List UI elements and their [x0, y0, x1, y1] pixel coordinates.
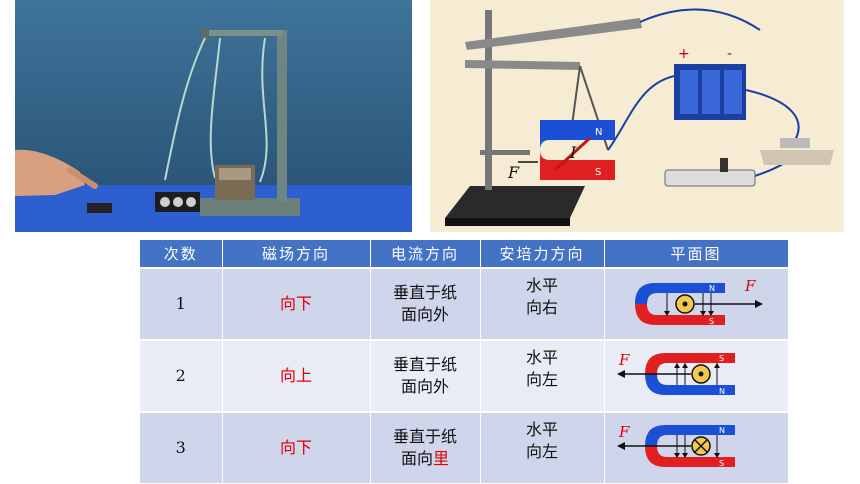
force-line-1: 水平 — [525, 276, 558, 295]
header-plan-view: 平面图 — [604, 240, 789, 269]
force-line-2: 向右 — [525, 298, 558, 317]
pole-n-label: N — [595, 127, 602, 138]
force-label: F — [618, 351, 630, 369]
field-direction: 向上 — [222, 340, 371, 413]
current-line-2: 面向外 — [400, 377, 449, 396]
pole-n-label: N — [719, 426, 725, 435]
current-line-1: 垂直于纸 — [392, 355, 457, 374]
pole-s-label: S — [719, 354, 724, 363]
force-line-1: 水平 — [525, 348, 558, 367]
trial-number: 2 — [140, 340, 223, 413]
field-direction: 向下 — [222, 412, 371, 484]
pole-s-label: S — [595, 167, 601, 178]
current-label: I — [569, 143, 577, 162]
force-line-2: 向左 — [525, 442, 558, 461]
pole-n-label: N — [709, 284, 715, 293]
header-field-direction: 磁场方向 — [222, 240, 371, 269]
header-current-direction: 电流方向 — [370, 240, 481, 269]
force-label-photo: F — [507, 163, 520, 182]
trial-number: 1 — [140, 268, 223, 341]
current-direction: 垂直于纸 面向外 — [370, 268, 481, 341]
force-direction: 水平 向左 — [480, 340, 605, 413]
plan-view-diagram: S N F — [604, 340, 789, 413]
header-force-direction: 安培力方向 — [480, 240, 605, 269]
table-row: 3 向下 垂直于纸 面向里 水平 向左 N S — [140, 412, 789, 484]
table-row: 2 向上 垂直于纸 面向外 水平 向左 S N — [140, 340, 789, 413]
plan-view-diagram: N S — [604, 268, 789, 341]
current-direction: 垂直于纸 面向外 — [370, 340, 481, 413]
trial-number: 3 — [140, 412, 223, 484]
current-line-2: 面向外 — [400, 305, 449, 324]
experiment-table: 次数 磁场方向 电流方向 安培力方向 平面图 1 向下 垂直于纸 面向外 水平 … — [140, 240, 789, 484]
force-label: F — [744, 277, 756, 295]
pole-s-label: S — [719, 459, 724, 468]
apparatus-illustration: N S I F + - — [430, 0, 844, 232]
pole-n-label: N — [719, 387, 725, 396]
current-direction: 垂直于纸 面向里 — [370, 412, 481, 484]
header-trial: 次数 — [140, 240, 223, 269]
current-line-2: 面向里 — [400, 449, 450, 468]
force-direction: 水平 向左 — [480, 412, 605, 484]
plan-view-diagram: N S — [604, 412, 789, 484]
force-label: F — [618, 423, 630, 441]
battery-minus-label: - — [727, 46, 732, 62]
current-line-1: 垂直于纸 — [392, 427, 457, 446]
force-direction: 水平 向右 — [480, 268, 605, 341]
force-line-2: 向左 — [525, 370, 558, 389]
force-line-1: 水平 — [525, 420, 558, 439]
pole-s-label: S — [709, 317, 714, 326]
experiment-photo — [15, 0, 412, 232]
current-line-1: 垂直于纸 — [392, 283, 457, 302]
field-direction: 向下 — [222, 268, 371, 341]
table-header-row: 次数 磁场方向 电流方向 安培力方向 平面图 — [140, 240, 789, 269]
table-row: 1 向下 垂直于纸 面向外 水平 向右 N S — [140, 268, 789, 341]
battery-plus-label: + — [678, 46, 690, 62]
